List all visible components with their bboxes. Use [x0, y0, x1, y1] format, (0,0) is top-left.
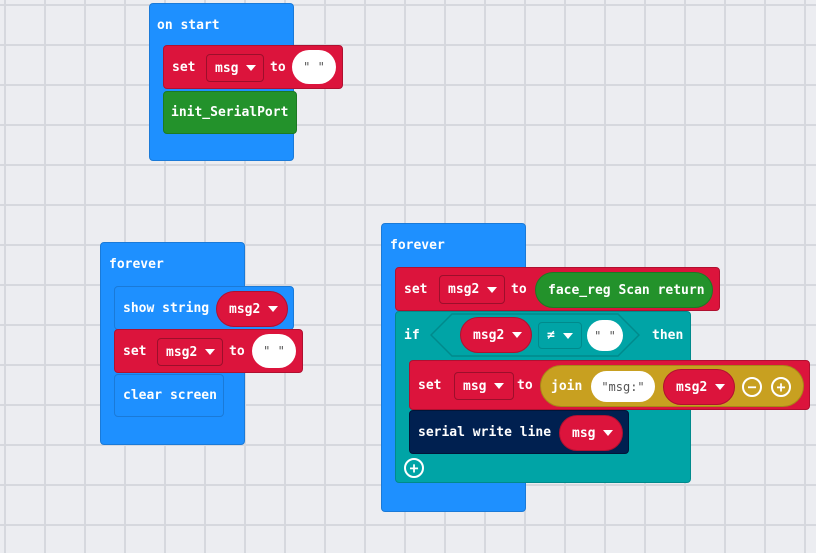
serial-write-line-label: serial write line: [418, 425, 552, 440]
then-label: then: [652, 328, 684, 343]
minus-circle-icon[interactable]: −: [742, 377, 762, 397]
set-msg-join-block[interactable]: set msg to join "msg:" msg2 − +: [409, 360, 810, 410]
set-msg-block[interactable]: set msg to " ": [163, 45, 343, 89]
var-reporter-msg2[interactable]: msg2: [663, 369, 735, 405]
join-label: join: [551, 379, 583, 394]
on-start-label: on start: [157, 18, 220, 33]
join-string-input[interactable]: "msg:": [591, 371, 655, 402]
to-label: to: [517, 378, 533, 393]
chevron-down-icon: [562, 332, 573, 339]
plus-circle-icon[interactable]: +: [771, 377, 791, 397]
var-dropdown-msg[interactable]: msg: [454, 372, 514, 400]
to-label: to: [511, 282, 527, 297]
chevron-down-icon: [512, 332, 523, 338]
chevron-down-icon: [268, 306, 279, 312]
var-dropdown-msg2[interactable]: msg2: [157, 338, 223, 366]
chevron-down-icon: [715, 384, 726, 390]
set-label: set: [123, 344, 147, 359]
init-serialport-block[interactable]: init_SerialPort: [163, 91, 297, 134]
string-input[interactable]: " ": [587, 320, 623, 351]
var-reporter-msg[interactable]: msg: [559, 415, 623, 451]
face-reg-scan-return-reporter[interactable]: face_reg Scan return: [535, 272, 713, 308]
to-label: to: [270, 60, 286, 75]
chevron-down-icon: [494, 383, 505, 389]
var-reporter-msg2[interactable]: msg2: [216, 291, 288, 327]
show-string-block[interactable]: show string msg2: [114, 286, 294, 330]
set-label: set: [404, 282, 428, 297]
forever-label: forever: [109, 257, 164, 272]
set-label: set: [172, 60, 196, 75]
clear-screen-block[interactable]: clear screen: [114, 374, 224, 417]
chevron-down-icon: [603, 430, 614, 436]
var-dropdown-msg[interactable]: msg: [206, 54, 264, 82]
to-label: to: [229, 344, 245, 359]
clear-screen-label: clear screen: [123, 388, 217, 403]
forever-label: forever: [390, 238, 445, 253]
join-reporter[interactable]: join "msg:" msg2 − +: [540, 365, 804, 407]
show-string-label: show string: [123, 301, 210, 316]
chevron-down-icon: [246, 65, 257, 71]
chevron-down-icon: [487, 286, 498, 293]
plus-circle-icon[interactable]: +: [404, 458, 424, 478]
set-label: set: [418, 378, 442, 393]
serial-write-line-block[interactable]: serial write line msg: [409, 410, 629, 454]
chevron-down-icon: [205, 349, 216, 355]
string-input[interactable]: " ": [292, 50, 336, 84]
var-reporter-msg2[interactable]: msg2: [460, 317, 532, 353]
if-label: if: [404, 328, 420, 343]
var-dropdown-msg2[interactable]: msg2: [439, 275, 505, 304]
init-serialport-label: init_SerialPort: [171, 105, 289, 120]
set-msg2-block[interactable]: set msg2 to " ": [114, 329, 303, 373]
set-msg2-face-block[interactable]: set msg2 to face_reg Scan return: [395, 267, 720, 311]
string-input[interactable]: " ": [252, 334, 296, 368]
operator-dropdown[interactable]: ≠: [538, 322, 582, 349]
